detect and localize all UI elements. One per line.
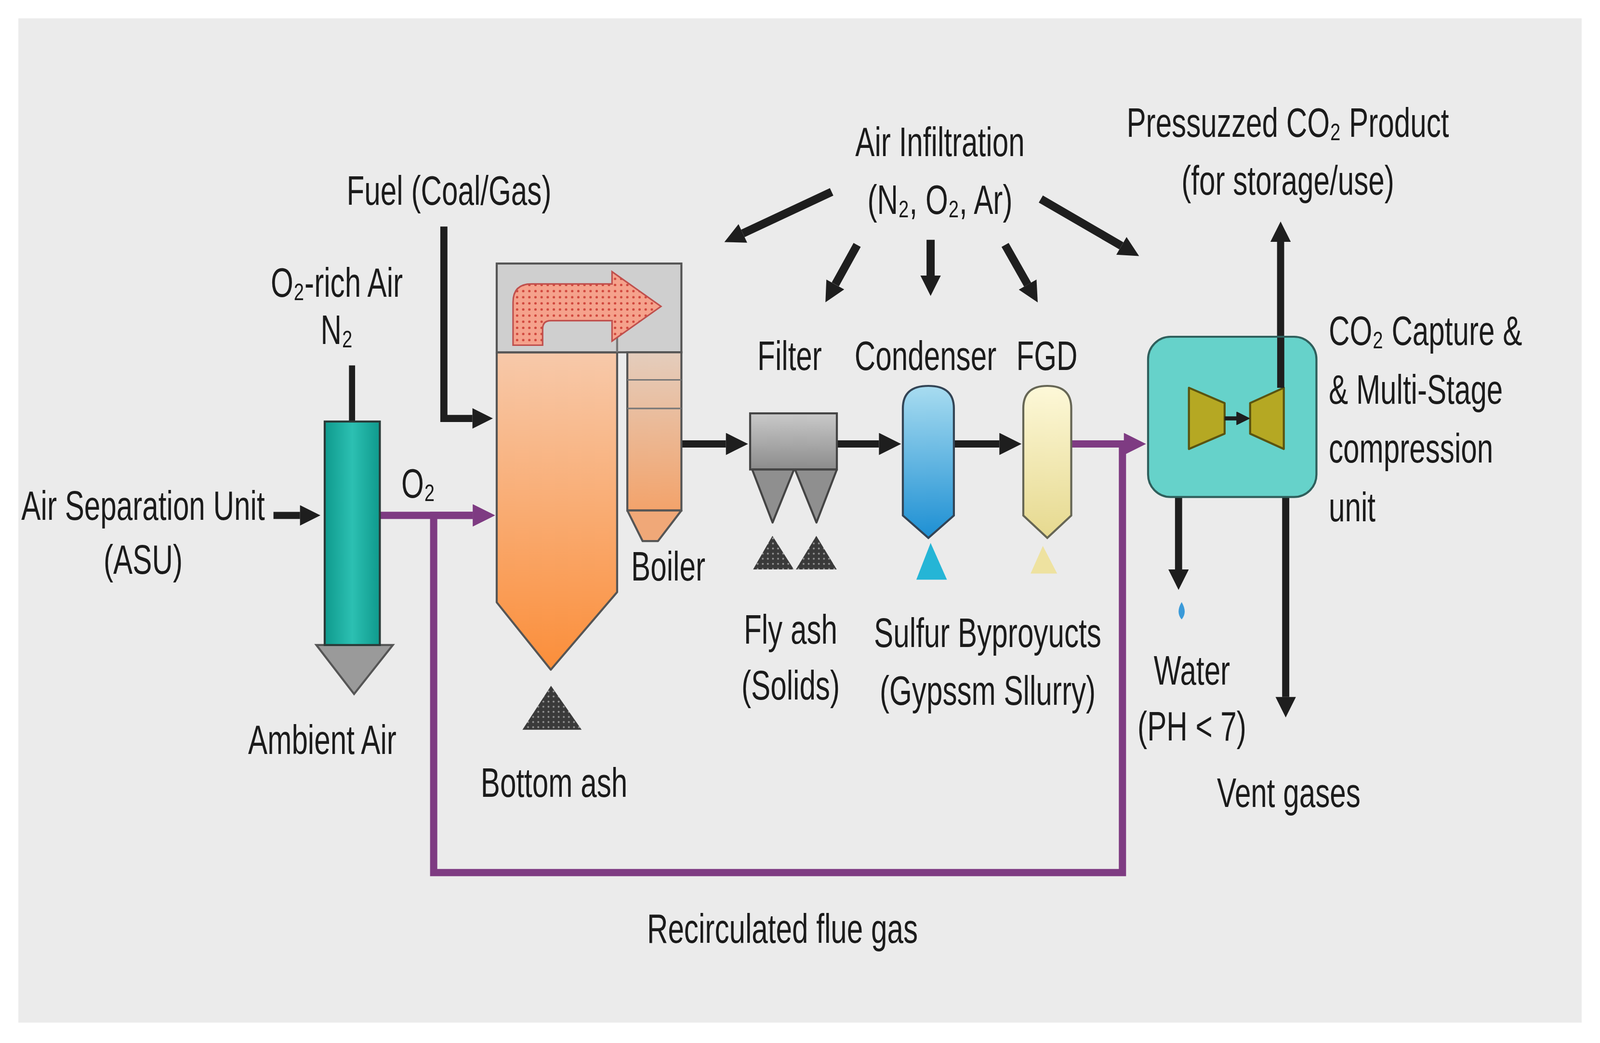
infiltration-arrow [1040, 198, 1122, 246]
edge-label: O₂ [400, 459, 437, 509]
bottom-ash-label: Bottom ash [479, 757, 628, 808]
node-title: Condenser [853, 331, 998, 382]
vent-line [348, 365, 356, 422]
fly-ash-label: Fly ash (Solids) [740, 601, 841, 714]
boiler: Boiler [496, 263, 682, 670]
product-arrow [1277, 241, 1285, 337]
o2-rich-label: O₂-rich Air N₂ [269, 258, 404, 355]
flow-arrow [836, 440, 880, 448]
capture-compression-unit: CO₂ Capture & & Multi-Stage compression … [1148, 336, 1317, 498]
condenser: Condenser [902, 385, 954, 540]
filter: Filter [750, 413, 837, 524]
unit-housing [1148, 336, 1317, 498]
asu-column: Air Separation Unit (ASU) [324, 421, 380, 646]
node-title: Filter [756, 331, 823, 382]
node-shape [496, 263, 682, 670]
filter-body [750, 413, 837, 470]
flame-flow-arrow [513, 271, 662, 345]
water-drop [1178, 602, 1185, 620]
flow-arrow [681, 440, 727, 448]
bottom-ash-pile [522, 686, 582, 730]
boiler-roof [496, 263, 682, 353]
vent-gases-label: Vent gases [1216, 767, 1362, 818]
node-shape [750, 413, 837, 524]
background-panel [18, 18, 1582, 1023]
product-line [1277, 337, 1285, 388]
air-inlet-arrow [273, 511, 301, 519]
node-title: Air Separation Unit (ASU) [20, 478, 265, 587]
infiltration-arrow [926, 239, 935, 276]
ambient-air-label: Ambient Air [247, 714, 398, 765]
fly-ash-pile [753, 535, 794, 570]
fuel-label: Fuel (Coal/Gas) [345, 166, 553, 216]
co2-product-label: Pressuzzed CO₂ Product (for storage/use) [1125, 92, 1450, 210]
stage-link [1224, 416, 1239, 421]
backpass-divider [627, 378, 682, 381]
node-shape [902, 385, 954, 540]
node-shape [1023, 385, 1072, 540]
fly-ash-pile [795, 535, 837, 570]
filter-hopper [752, 469, 794, 523]
backpass-divider [627, 407, 682, 410]
asu-body [324, 421, 380, 646]
water-arrow [1175, 497, 1183, 570]
infiltration-arrow [742, 191, 832, 234]
edge-label: Recirculated flue gas [646, 903, 920, 954]
flow-arrow [953, 440, 1000, 448]
infiltration-arrow [835, 244, 858, 285]
node-title: CO₂ Capture & & Multi-Stage compression … [1328, 300, 1524, 536]
node-shape [1148, 336, 1317, 498]
air-infiltration-label: Air Infiltration (N₂, O₂, Ar) [854, 112, 1026, 229]
backpass [627, 352, 682, 511]
water-label: Water (PH < 7) [1136, 642, 1247, 754]
compressor-symbol [1188, 387, 1225, 450]
node-shape [324, 421, 380, 646]
fuel-arrow [443, 226, 473, 419]
stage-arrowhead [1236, 412, 1249, 425]
sulfur-byproducts-label: Sulfur Byproyucts (Gypssm Sllurry) [873, 603, 1103, 720]
furnace [496, 352, 618, 670]
infiltration-arrow [1004, 244, 1028, 285]
gypsum-drip [1030, 545, 1058, 574]
node-title: FGD [1015, 331, 1079, 382]
filter-hopper [794, 469, 837, 523]
fgd-vessel [1023, 385, 1072, 539]
vent-arrow [1282, 497, 1290, 698]
node-title: Boiler [630, 541, 707, 592]
asu-intake-cone [316, 645, 394, 695]
compressor-symbol [1250, 387, 1284, 450]
condenser-vessel [902, 385, 954, 539]
fgd-scrubber: FGD [1023, 385, 1072, 540]
condensate-drip [916, 542, 948, 580]
backpass-hopper [627, 510, 682, 542]
